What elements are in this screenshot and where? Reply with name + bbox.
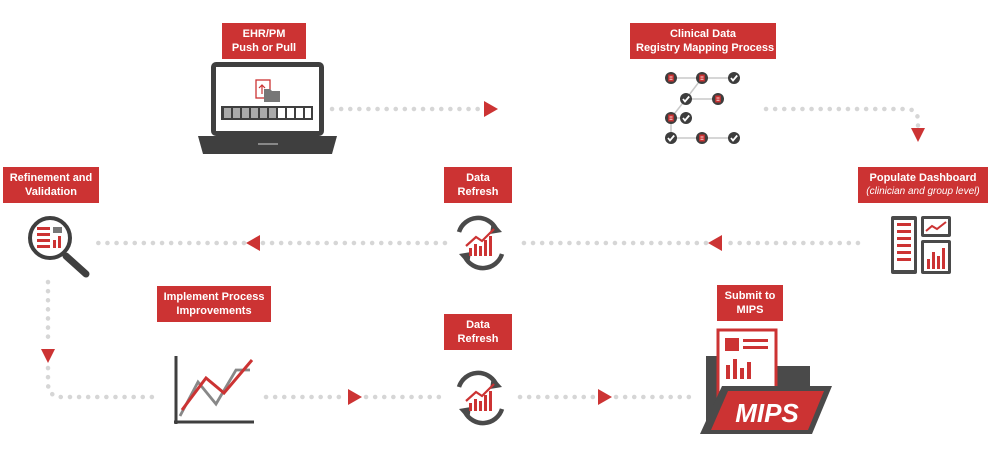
ehr-label-line1: EHR/PM (242, 28, 286, 40)
connector-implement-to-refresh (263, 389, 449, 405)
arrow-down-icon (911, 128, 925, 142)
mips-folder-text: MIPS (735, 398, 799, 428)
connector-refinement-to-implement (41, 279, 163, 400)
refresh-chart-icon (456, 370, 505, 426)
refresh-bottom-label-line2: Refresh (457, 333, 499, 345)
mips-label-line2: MIPS (736, 304, 764, 316)
arrow-right-icon (484, 101, 498, 117)
refinement-label: Refinement and Validation (3, 167, 99, 203)
dashboard-label-line1: Populate Dashboard (869, 172, 977, 184)
mips-label: Submit to MIPS (717, 285, 783, 321)
connector-ehr-to-registry (329, 101, 498, 117)
registry-label: Clinical Data Registry Mapping Process (630, 23, 776, 59)
registry-label-line1: Clinical Data (669, 28, 737, 40)
connector-dashboard-to-refresh (708, 235, 861, 251)
arrow-down-icon (41, 349, 55, 363)
line-chart-icon (174, 356, 254, 424)
arrow-right-icon (598, 389, 612, 405)
refresh-bottom-label-line1: Data (466, 319, 490, 331)
arrow-left-icon (708, 235, 722, 251)
connector-refresh-to-refinement (95, 235, 448, 251)
connector-registry-to-dashboard (763, 106, 925, 142)
refresh-top-label-line2: Refresh (457, 186, 499, 198)
dashboard-icon (891, 216, 951, 274)
folder-upload-icon (255, 79, 280, 102)
connector-refresh-to-mips (517, 389, 695, 405)
arrow-left-icon (246, 235, 260, 251)
laptop-icon (198, 62, 337, 154)
refresh-top-label-line1: Data (466, 172, 490, 184)
arrow-right-icon (348, 389, 362, 405)
ehr-label-line2: Push or Pull (231, 42, 297, 54)
magnifier-report-icon (28, 216, 90, 278)
ehr-label: EHR/PM Push or Pull (222, 23, 306, 59)
refresh-bottom-label: Data Refresh (444, 314, 512, 350)
progress-segments (224, 108, 311, 118)
implement-label: Implement Process Improvements (157, 286, 271, 322)
implement-label-line2: Improvements (176, 305, 252, 317)
refresh-chart-icon (456, 215, 505, 271)
refinement-label-line1: Refinement and (9, 172, 93, 184)
mips-label-line1: Submit to (724, 290, 776, 302)
dashboard-label: Populate Dashboard (clinician and group … (858, 167, 988, 203)
implement-label-line1: Implement Process (163, 291, 265, 303)
dashboard-label-line2: (clinician and group level) (866, 186, 980, 197)
mips-folder-icon: MIPS (700, 328, 832, 434)
refinement-label-line2: Validation (25, 186, 77, 198)
refresh-top-label: Data Refresh (444, 167, 512, 203)
network-map-icon (664, 71, 741, 145)
registry-label-line2: Registry Mapping Process (636, 42, 775, 54)
